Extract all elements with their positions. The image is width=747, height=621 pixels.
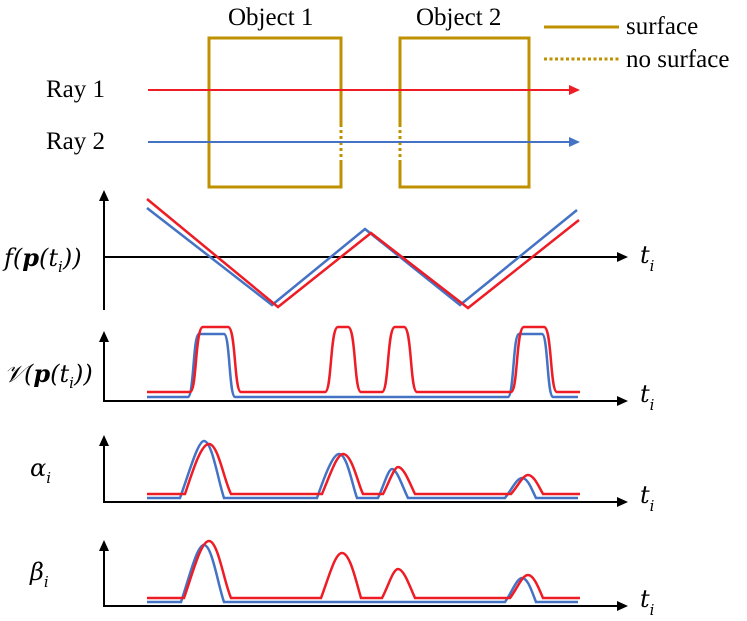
panel-alpha-xlabel: ti xyxy=(640,481,655,515)
arrow-head-icon xyxy=(617,252,628,262)
arrow-head-icon xyxy=(99,540,109,551)
panel-f-ray-1-curve xyxy=(146,198,580,310)
object-2-label: Object 2 xyxy=(416,4,501,31)
arrow-head-icon xyxy=(617,601,628,611)
panel-v: 𝒱(p(ti)) ti xyxy=(4,325,655,414)
object-2-box xyxy=(398,36,531,189)
panel-f-label: f(p(ti)) xyxy=(2,243,82,276)
arrow-head-icon xyxy=(99,435,109,446)
objects-group: Object 1 Object 2 xyxy=(207,4,531,189)
rays-group: Ray 1 Ray 2 xyxy=(46,76,580,155)
arrow-head-icon xyxy=(99,190,109,201)
panel-f-ray-2-curve xyxy=(146,207,578,307)
arrow-head-icon xyxy=(617,497,628,507)
legend-solid-label: surface xyxy=(626,13,698,40)
panel-beta-label: βi xyxy=(29,558,49,591)
ray-1-label: Ray 1 xyxy=(46,76,105,103)
object-1-label: Object 1 xyxy=(228,4,313,31)
panel-alpha-ray-1-curve xyxy=(147,442,580,496)
arrow-head-icon xyxy=(617,396,628,406)
panel-v-label: 𝒱(p(ti)) xyxy=(4,359,93,392)
object-1-box xyxy=(207,36,343,189)
panel-beta-ray-2-curve xyxy=(147,543,578,604)
panel-v-ray-1-curve xyxy=(147,325,580,394)
arrow-head-icon xyxy=(99,331,109,342)
panel-f-xlabel: ti xyxy=(640,241,655,275)
legend-dashed-label: no surface xyxy=(626,46,729,73)
panel-beta: βi ti xyxy=(29,539,655,619)
panel-f: f(p(ti)) ti xyxy=(2,190,655,310)
legend: surface no surface xyxy=(544,13,729,73)
panel-alpha-label: αi xyxy=(30,454,51,487)
panel-beta-ray-1-curve xyxy=(147,539,580,600)
ray-2-label: Ray 2 xyxy=(46,128,105,155)
arrow-head-icon xyxy=(569,85,580,95)
arrow-head-icon xyxy=(569,137,580,147)
panel-v-xlabel: ti xyxy=(640,380,655,414)
panel-beta-xlabel: ti xyxy=(640,585,655,619)
panel-alpha: αi ti xyxy=(30,435,655,515)
panel-v-ray-2-curve xyxy=(147,332,578,399)
